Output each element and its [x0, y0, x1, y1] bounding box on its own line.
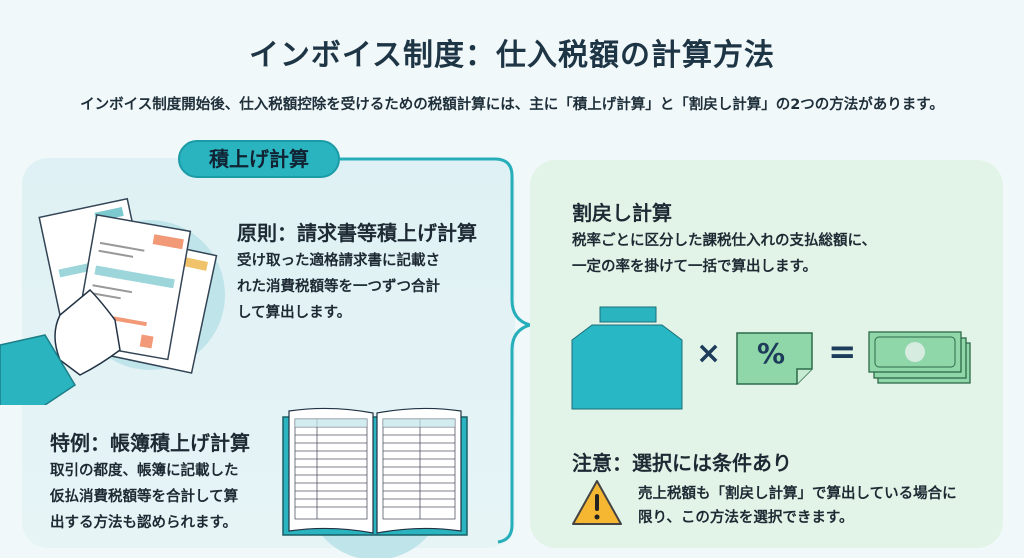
warimodoshi-title: 割戻し計算	[572, 201, 672, 225]
money-stack-icon	[868, 331, 971, 384]
page-subtitle: インボイス制度開始後、仕入税額控除を受けるための税額計算には、主に「積上げ計算」…	[80, 97, 944, 113]
notice-line: 限り、この方法を選択できます。	[638, 510, 854, 526]
ledger-book-illustration	[282, 407, 468, 558]
notice-line: 売上税額も「割戻し計算」で算出している場合に	[638, 486, 957, 502]
jar-icon	[571, 306, 683, 410]
principle-title: 原則：請求書等積上げ計算	[237, 221, 477, 245]
invoice-hand-illustration	[0, 197, 225, 405]
percent-sign: %	[757, 337, 786, 370]
times-sign: ×	[696, 336, 722, 371]
exception-line: 取引の都度、帳簿に記載した	[50, 463, 239, 479]
exception-line: 出する方法も認められます。	[50, 515, 238, 531]
page-title: インボイス制度：仕入税額の計算方法	[248, 38, 776, 73]
tsumiage-label: 積上げ計算	[178, 140, 340, 178]
warimodoshi-description: 税率ごとに区分した課税仕入れの支払総額に、 一定の率を掛けて一括で算出します。	[572, 228, 876, 280]
warning-icon	[572, 480, 622, 525]
principle-description: 受け取った適格請求書に記載さ れた消費税額等を一つずつ合計 して算出します。	[237, 248, 440, 326]
warimodoshi-line: 税率ごとに区分した課税仕入れの支払総額に、	[572, 233, 877, 249]
notice-title: 注意：選択には条件あり	[572, 451, 792, 475]
principle-line: 受け取った適格請求書に記載さ	[237, 253, 440, 269]
equals-sign: =	[828, 332, 857, 372]
notice-description: 売上税額も「割戻し計算」で算出している場合に 限り、この方法を選択できます。	[638, 482, 957, 530]
exception-description: 取引の都度、帳簿に記載した 仮払消費税額等を合計して算 出する方法も認められます…	[50, 458, 239, 536]
exception-title: 特例：帳簿積上げ計算	[50, 431, 250, 455]
exception-line: 仮払消費税額等を合計して算	[50, 489, 239, 505]
principle-line: れた消費税額等を一つずつ合計	[237, 279, 440, 295]
principle-line: して算出します。	[237, 305, 352, 321]
warimodoshi-line: 一定の率を掛けて一括で算出します。	[572, 259, 818, 275]
percent-card-icon	[736, 332, 813, 385]
